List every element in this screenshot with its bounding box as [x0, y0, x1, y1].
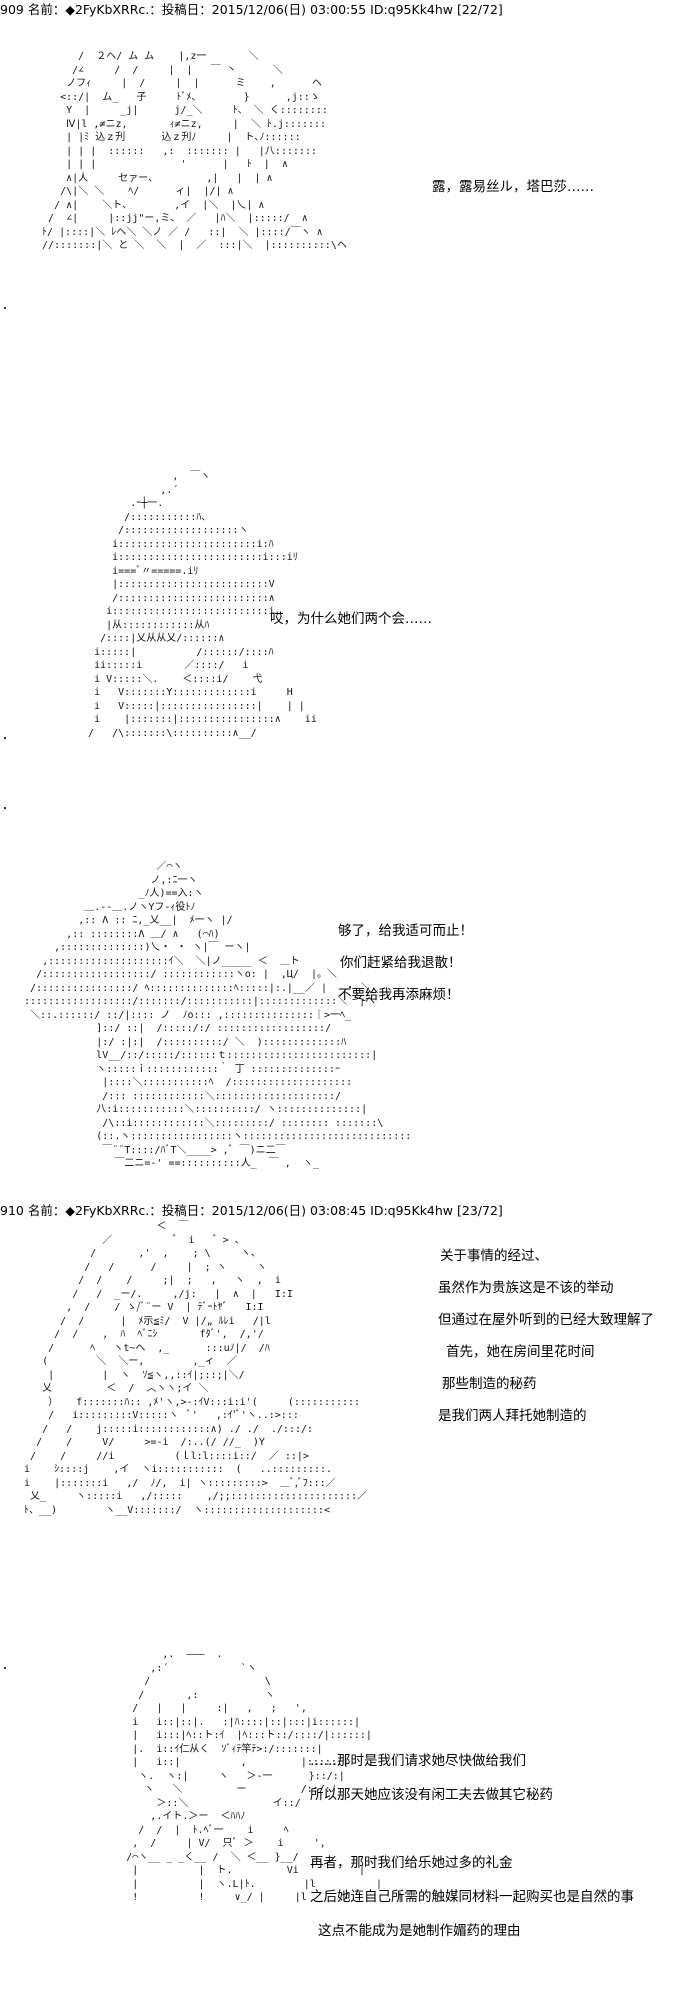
dialogue-line: 够了，给我适可而止！: [338, 923, 473, 939]
ascii-art-panel-2: , ￣ヽ ,.´ .ｰ┼一. /:::::::::::ﾊ､ /:::::::::…: [88, 471, 317, 739]
ascii-art-panel-4: ＜ ￣ ／ ゛ i ゛> 、 / ,' , ; \ ヽ、 / / / | ; ヽ…: [24, 1221, 368, 1516]
dialogue-line: 关于事情的经过、: [440, 1248, 548, 1264]
dialogue-line: 首先，她在房间里花时间: [446, 1344, 595, 1360]
dialogue-panel-3: 够了，给我适可而止！ 你们赶紧给我退散！ 不要给我再添麻烦！: [338, 915, 473, 1011]
dialogue-panel-2: 哎，为什么她们两个会……: [270, 610, 432, 628]
ascii-art-panel-5: ,. ――― . ,:´ `ヽ / \ / ,: ヽ / | | :| , ; …: [126, 1649, 404, 1903]
dialogue-line: 那些制造的秘药: [442, 1376, 537, 1392]
post-header-909: 909 名前：◆2FyKbXRRc.：投稿日：2015/12/06(日) 03:…: [0, 2, 503, 17]
dialogue-line: [310, 1812, 634, 1846]
post-header-910: 910 名前：◆2FyKbXRRc.：投稿日：2015/12/06(日) 03:…: [0, 1203, 503, 1218]
dialogue-line: 虽然作为贵族这是不该的举动: [438, 1280, 614, 1296]
dialogue-line: 是我们两人拜托她制造的: [438, 1408, 587, 1424]
dialogue-line: 露，露易丝ル，塔巴莎……: [432, 179, 594, 195]
dialogue-line: 之后她连自己所需的触媒同材料一起购买也是自然的事: [310, 1889, 634, 1905]
gutter-mark: ・: [0, 1664, 10, 1675]
dialogue-line: 这点不能成为是她制作媚药的理由: [318, 1923, 521, 1939]
dialogue-line: 不要给我再添麻烦！: [338, 987, 460, 1003]
dialogue-line: 但通过在屋外听到的已经大致理解了: [438, 1312, 654, 1328]
ascii-art-panel-1: / ２ヘ/ ム ム |,z一 ＼ /∠ / / | | ￣ 丶 ＼ ノフｨ | …: [42, 51, 347, 251]
dialogue-panel-5: ……那时是我们请求她尽快做给我们 所以那天她应该没有闲工夫去做其它秘药 再者，那…: [310, 1744, 634, 1948]
dialogue-line: 所以那天她应该没有闲工夫去做其它秘药: [310, 1787, 553, 1803]
dialogue-panel-4: 关于事情的经过、 虽然作为贵族这是不该的举动 但通过在屋外听到的已经大致理解了 …: [438, 1240, 654, 1432]
ascii-art-panel-3: ／⌒ヽ ノ,:ﾆ一ヽ _ﾉ人)==入:ヽ ＿.-‐＿.ノヽYフ‐ｨ役ﾄﾉ ,::…: [24, 861, 412, 1169]
dialogue-line: 再者，那时我们给乐她过多的礼金: [310, 1855, 513, 1871]
dialogue-panel-1: 露，露易丝ル，塔巴莎……: [432, 178, 594, 196]
dialogue-line: 哎，为什么她们两个会……: [270, 611, 432, 627]
dialogue-line: ……那时是我们请求她尽快做给我们: [310, 1753, 526, 1769]
gutter-mark: ・: [0, 734, 10, 745]
gutter-mark: ・: [0, 304, 10, 315]
gutter-mark: ・: [0, 804, 10, 815]
dialogue-line: 你们赶紧给我退散！: [340, 955, 462, 971]
